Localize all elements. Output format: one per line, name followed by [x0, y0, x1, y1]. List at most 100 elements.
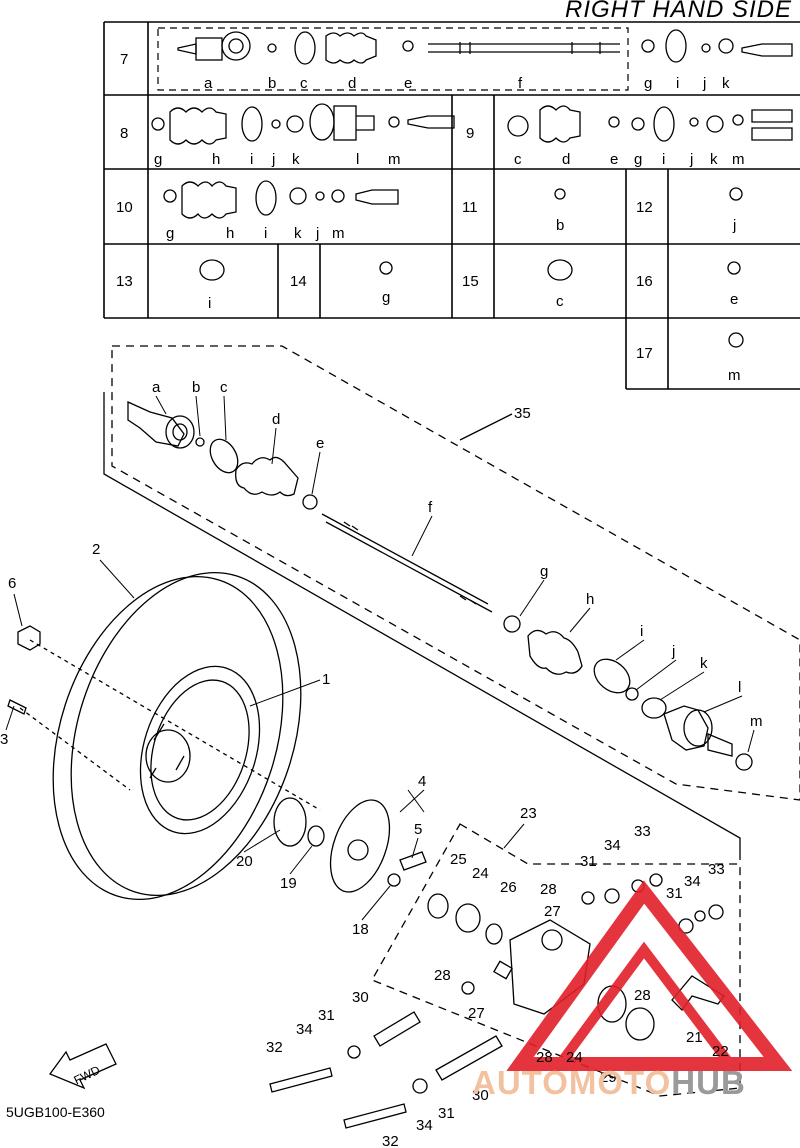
callout-28-b: 28 — [434, 967, 451, 984]
callout-j: j — [671, 643, 675, 660]
part-callouts: 1 2 3 4 5 6 18 19 20 21 22 23 24 25 26 2… — [0, 405, 729, 1086]
callout-35: 35 — [514, 405, 531, 422]
row-num-12: 12 — [636, 199, 653, 216]
watermark-part1: AUTOMOTO — [472, 1064, 672, 1101]
diagram-code: 5UGB100-E360 — [6, 1104, 105, 1120]
row-num-7: 7 — [120, 51, 128, 68]
callout-33-b: 33 — [708, 861, 725, 878]
row-num-17: 17 — [636, 345, 653, 362]
callout-5: 5 — [414, 821, 422, 838]
r7-a: a — [204, 75, 213, 92]
callout-34-c: 34 — [296, 1021, 313, 1038]
callout-h: h — [586, 591, 594, 608]
row-num-15: 15 — [462, 273, 479, 290]
callout-34-d: 34 — [416, 1117, 433, 1134]
page-title: RIGHT HAND SIDE — [564, 0, 792, 23]
r7-d: d — [348, 75, 356, 92]
row-num-10: 10 — [116, 199, 133, 216]
r9-g: g — [634, 151, 642, 168]
callout-c: c — [220, 379, 228, 396]
callout-e: e — [316, 435, 324, 452]
callout-i: i — [640, 623, 643, 640]
r9-k: k — [710, 151, 718, 168]
r9-m: m — [732, 151, 745, 168]
callout-30-b: 30 — [472, 1087, 489, 1104]
row-num-13: 13 — [116, 273, 133, 290]
callout-24-b: 24 — [566, 1049, 583, 1066]
r10-i: i — [264, 225, 267, 242]
callout-b: b — [192, 379, 200, 396]
r7-e: e — [404, 75, 412, 92]
callout-21: 21 — [686, 1029, 703, 1046]
r8-j: j — [271, 151, 275, 168]
callout-19: 19 — [280, 875, 297, 892]
callout-27-b: 27 — [468, 1005, 485, 1022]
r7-j: j — [702, 75, 706, 92]
table-labels: 7 8 9 10 11 12 13 14 15 16 17 a b c d e … — [116, 51, 745, 384]
shaft-callouts: a b c d e f g h i j k l m — [152, 379, 763, 730]
callout-28-c: 28 — [634, 987, 651, 1004]
r10-m: m — [332, 225, 345, 242]
row-num-16: 16 — [636, 273, 653, 290]
callout-27: 27 — [544, 903, 561, 920]
r9-e: e — [610, 151, 618, 168]
callout-31-d: 31 — [438, 1105, 455, 1122]
r10-j: j — [315, 225, 319, 242]
r8-i: i — [250, 151, 253, 168]
part-leaders — [5, 559, 525, 921]
callout-31-c: 31 — [666, 885, 683, 902]
callout-29: 29 — [600, 1069, 617, 1086]
callout-l: l — [738, 679, 741, 696]
row7-parts — [177, 29, 793, 65]
assembly-35-outline — [111, 345, 800, 801]
row8-parts — [151, 103, 793, 145]
callout-6: 6 — [8, 575, 16, 592]
callout-30: 30 — [352, 989, 369, 1006]
callout-2: 2 — [92, 541, 100, 558]
leader-35 — [459, 413, 513, 441]
callout-34: 34 — [604, 837, 621, 854]
r9-j: j — [689, 151, 693, 168]
callout-f: f — [428, 499, 433, 516]
callout-34-b: 34 — [684, 873, 701, 890]
callout-k: k — [700, 655, 708, 672]
r7-f: f — [518, 75, 523, 92]
callout-20: 20 — [236, 853, 253, 870]
single-parts — [199, 187, 744, 348]
callout-3: 3 — [0, 731, 8, 748]
r7-g: g — [644, 75, 652, 92]
r9-d: d — [562, 151, 570, 168]
r7-i: i — [676, 75, 679, 92]
watermark-logo — [506, 880, 793, 1071]
r16-e: e — [730, 291, 738, 308]
r17-m: m — [728, 367, 741, 384]
callout-28: 28 — [540, 881, 557, 898]
row10-parts — [163, 180, 399, 219]
repeat-callouts: 31 31 34 33 28 27 28 28 24 34 30 31 34 3… — [296, 853, 725, 1148]
callout-26: 26 — [500, 879, 517, 896]
r9-i: i — [662, 151, 665, 168]
callout-1: 1 — [322, 671, 330, 688]
row-num-14: 14 — [290, 273, 307, 290]
row-num-11: 11 — [462, 199, 478, 216]
kit-table — [103, 21, 800, 390]
driveshaft-group — [127, 400, 753, 771]
callout-18: 18 — [352, 921, 369, 938]
r7-c: c — [300, 75, 308, 92]
callout-32: 32 — [266, 1039, 283, 1056]
callout-a: a — [152, 379, 161, 396]
r8-l: l — [356, 151, 359, 168]
callout-22: 22 — [712, 1043, 729, 1060]
callout-m: m — [750, 713, 763, 730]
r8-m: m — [388, 151, 401, 168]
callout-33: 33 — [634, 823, 651, 840]
callout-g: g — [540, 563, 548, 580]
callout-23: 23 — [520, 805, 537, 822]
row-num-9: 9 — [466, 125, 474, 142]
r11-b: b — [556, 217, 564, 234]
r10-g: g — [166, 225, 174, 242]
r8-g: g — [154, 151, 162, 168]
r7-b: b — [268, 75, 276, 92]
